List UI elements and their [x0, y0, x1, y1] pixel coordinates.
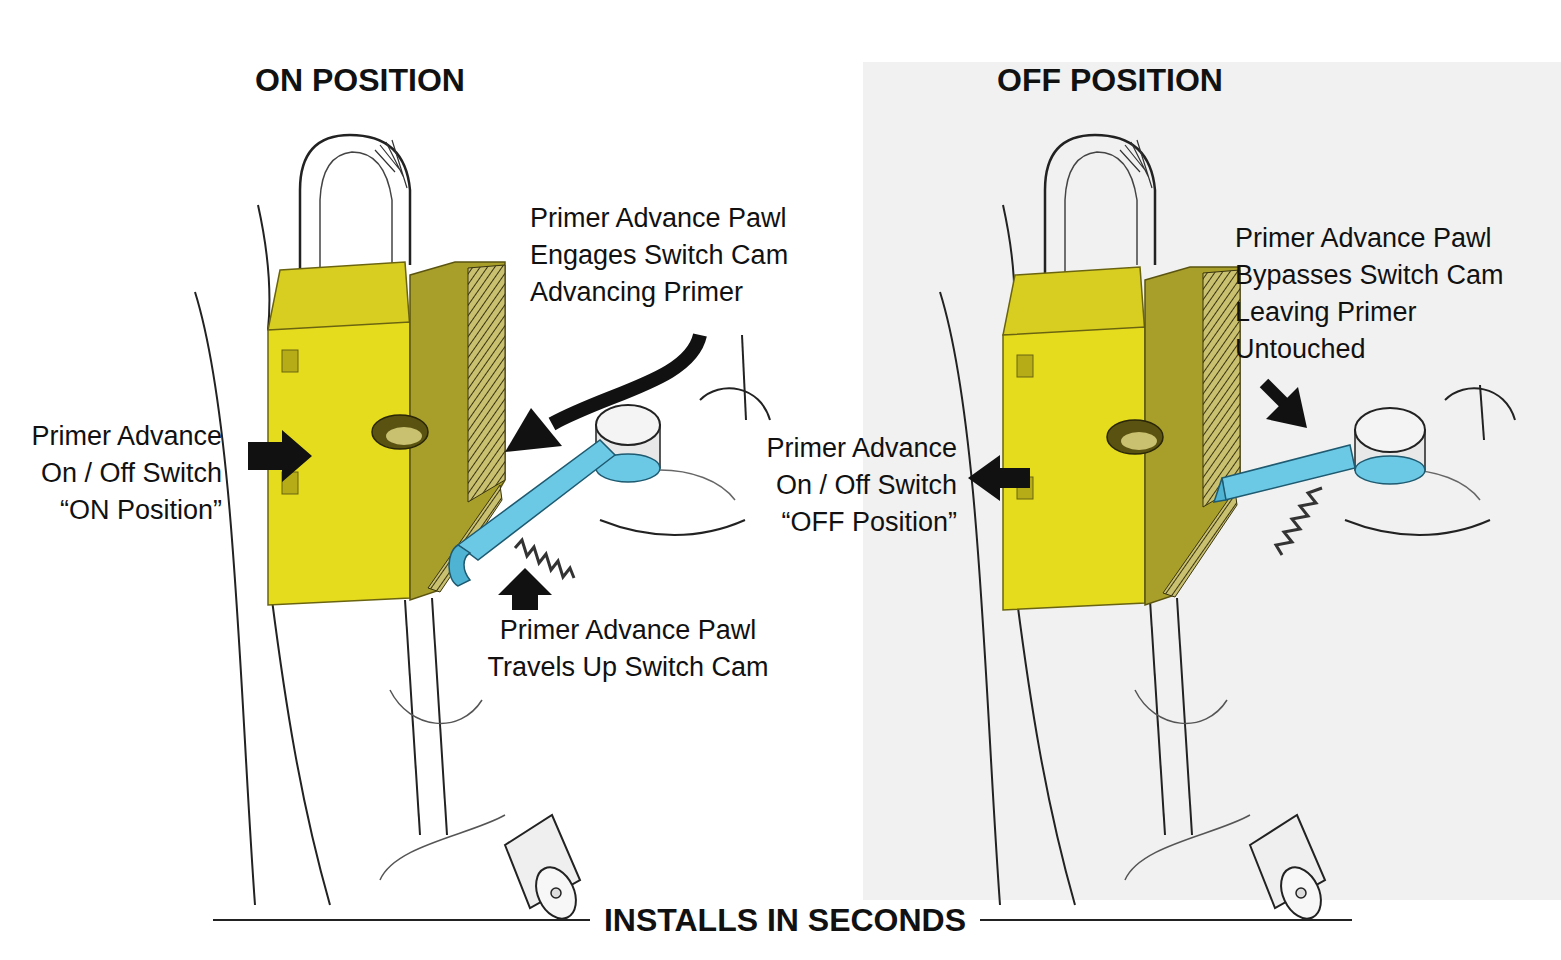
pawl-spring — [1276, 488, 1322, 555]
callout-arrow — [248, 430, 312, 482]
callout-label: Primer Advance Pawl Travels Up Switch Ca… — [478, 612, 778, 686]
advance-pawl — [1214, 478, 1226, 502]
machine-edge — [742, 335, 746, 420]
callout-arrow — [1266, 387, 1307, 428]
caption: INSTALLS IN SECONDS — [595, 900, 975, 940]
panel-heading: ON POSITION — [210, 60, 510, 100]
callout-label: Primer Advance Pawl Bypasses Switch Cam … — [1235, 220, 1525, 368]
callout-arrow — [505, 408, 562, 452]
machine-frame — [940, 135, 1515, 925]
advance-pawl — [458, 440, 615, 560]
callout-arrow — [498, 568, 552, 610]
caption-rule — [980, 919, 1352, 921]
switch-cam-cap — [1355, 408, 1425, 452]
switch-cam-cap — [1355, 408, 1425, 484]
switch-cam-cap — [596, 405, 660, 445]
callout-label: Primer Advance On / Off Switch “OFF Posi… — [752, 430, 957, 541]
advance-pawl — [1222, 445, 1355, 500]
machine-edge — [1480, 385, 1484, 440]
advance-pawl — [449, 545, 470, 586]
callout-label: Primer Advance Pawl Engages Switch Cam A… — [530, 200, 800, 311]
switch-cam-cap — [1355, 456, 1425, 484]
switch-block — [268, 262, 505, 605]
callout-label: Primer Advance On / Off Switch “ON Posit… — [17, 418, 222, 529]
caption-rule — [213, 919, 590, 921]
switch-cam-cap — [596, 405, 660, 482]
callout-arrow — [552, 335, 700, 424]
callout-arrow — [968, 455, 1030, 501]
panel-heading: OFF POSITION — [960, 60, 1260, 100]
switch-block — [1003, 267, 1240, 610]
